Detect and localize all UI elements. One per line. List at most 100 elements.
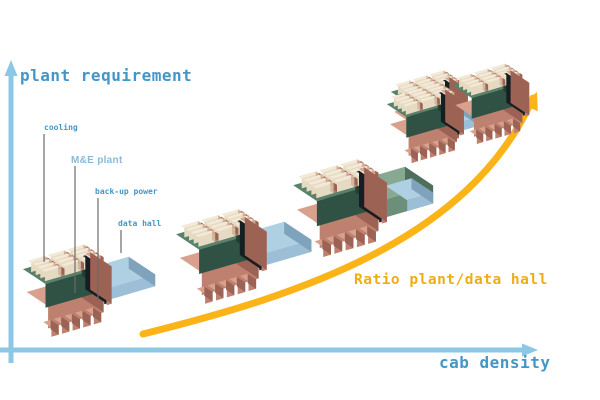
iso-face [488, 78, 503, 91]
iso-face [61, 266, 65, 276]
iso-face [405, 102, 420, 115]
iso-face [64, 261, 81, 276]
iso-face [485, 126, 493, 140]
iso-face [67, 244, 87, 252]
y-axis-label: plant requirement [20, 66, 193, 85]
callout-label-backup-power: back-up power [95, 187, 158, 196]
iso-face [37, 262, 57, 269]
iso-face [333, 235, 343, 252]
iso-face [420, 102, 423, 110]
iso-face [420, 80, 438, 87]
datacenter-blocks [23, 63, 530, 337]
iso-face [403, 85, 421, 92]
iso-face [71, 247, 92, 255]
callout-label-cooling: cooling [44, 123, 78, 132]
iso-face [215, 224, 236, 232]
iso-face [429, 142, 437, 156]
iso-face [420, 95, 437, 102]
iso-face [298, 171, 319, 179]
iso-face [412, 75, 430, 82]
iso-face [56, 256, 77, 264]
datacenter-stage-3 [293, 159, 434, 257]
iso-face [429, 70, 447, 77]
iso-face [445, 89, 464, 135]
iso-face [494, 123, 502, 137]
iso-face [128, 256, 156, 287]
iso-face [429, 85, 447, 92]
iso-face [364, 167, 387, 223]
iso-face [502, 78, 506, 86]
datacenter-stage-4 [386, 63, 530, 164]
iso-face [308, 177, 329, 185]
iso-face [61, 259, 81, 267]
iso-face [476, 129, 484, 143]
iso-face [181, 220, 201, 228]
iso-face [490, 63, 508, 70]
iso-face [503, 121, 511, 134]
iso-face [313, 181, 334, 189]
iso-face [190, 227, 211, 235]
x-axis-label: cab density [439, 353, 551, 372]
iso-face [215, 283, 224, 299]
iso-face [460, 76, 478, 83]
iso-face [420, 145, 428, 159]
iso-face [399, 98, 416, 104]
iso-face [77, 259, 81, 271]
iso-face [221, 209, 242, 217]
iso-face [81, 261, 84, 270]
iso-face [399, 83, 417, 89]
iso-face [477, 71, 495, 78]
iso-face [185, 224, 206, 231]
iso-face [44, 267, 62, 282]
iso-face [236, 276, 246, 292]
iso-face [425, 82, 443, 89]
iso-face [28, 255, 48, 263]
iso-face [226, 212, 246, 220]
curve-label: Ratio plant/data hall [354, 272, 548, 288]
iso-face [344, 232, 354, 249]
iso-face [485, 76, 503, 83]
iso-face [447, 137, 455, 151]
datacenter-stage-2 [176, 209, 312, 304]
iso-face [471, 83, 486, 96]
iso-face [339, 159, 361, 167]
iso-face [32, 259, 52, 266]
iso-face [473, 68, 491, 75]
iso-face [218, 226, 236, 241]
iso-face [82, 310, 91, 326]
iso-face [195, 230, 216, 238]
iso-face [284, 221, 312, 252]
iso-face [226, 280, 235, 296]
iso-face [333, 182, 337, 193]
iso-face [328, 171, 350, 179]
iso-face [416, 78, 434, 84]
callout-label-data-hall: data hall [118, 219, 162, 228]
iso-face [322, 239, 331, 255]
iso-face [410, 148, 418, 162]
iso-face [485, 83, 489, 91]
iso-face [395, 95, 412, 102]
iso-face [93, 307, 102, 323]
iso-face [403, 100, 420, 107]
iso-face [247, 273, 257, 289]
iso-face [412, 90, 429, 97]
iso-face [464, 78, 482, 85]
ratio-curve [139, 94, 537, 338]
iso-face [333, 175, 355, 183]
iso-face [391, 92, 408, 99]
iso-face [408, 87, 425, 94]
iso-face [438, 140, 446, 154]
iso-face [71, 313, 80, 329]
iso-face [481, 73, 499, 80]
iso-face [215, 231, 219, 241]
iso-face [198, 232, 216, 247]
iso-face [41, 265, 62, 272]
iso-face [344, 162, 366, 170]
iso-face [411, 178, 434, 204]
callout-label-me-plant: M&E plant [71, 155, 123, 166]
iso-face [513, 118, 521, 132]
iso-face [303, 174, 324, 182]
iso-face [416, 93, 433, 99]
iso-face [468, 81, 486, 88]
